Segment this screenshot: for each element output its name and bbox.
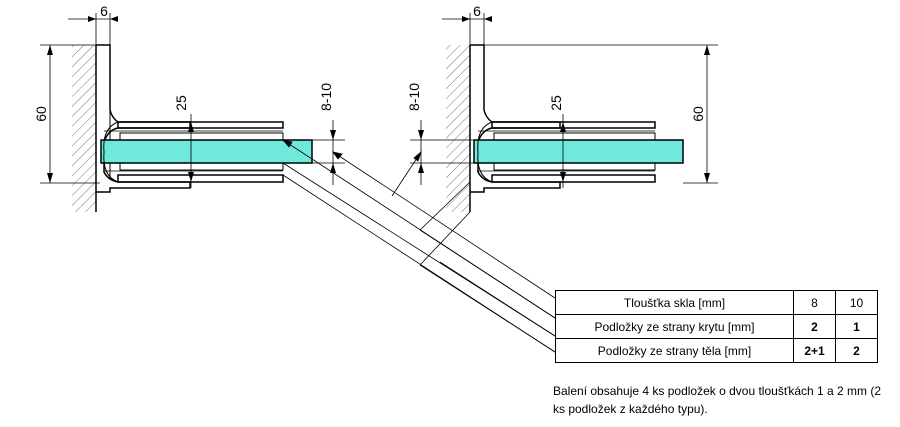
left-clamp-bottom xyxy=(117,174,284,183)
left-wall-gap-label: 6 xyxy=(100,3,108,19)
right-height-label: 60 xyxy=(690,106,706,122)
table-header-row: Tloušťka skla [mm] 8 10 xyxy=(555,290,878,315)
right-glass-label: 8-10 xyxy=(406,83,422,111)
right-clamp-bottom xyxy=(491,174,656,183)
right-glass-panel xyxy=(473,139,684,164)
packaging-note: Balení obsahuje 4 ks podložek o dvou tlo… xyxy=(553,384,882,416)
left-body-label: 25 xyxy=(173,95,189,111)
right-wall-gap-label: 6 xyxy=(473,3,481,19)
table-cell: 2+1 xyxy=(793,338,836,363)
table-cell: 2 xyxy=(793,314,836,339)
table-cell: 1 xyxy=(835,314,878,339)
table-row: Podložky ze strany krytu [mm] 2 1 xyxy=(555,314,878,339)
left-hinge-drawing: 60 6 25 8-10 xyxy=(33,3,345,212)
table-row: Podložky ze strany těla [mm] 2+1 2 xyxy=(555,338,878,363)
glass-thickness-table: Tloušťka skla [mm] 8 10 Podložky ze stra… xyxy=(555,290,878,363)
left-wall-hatch xyxy=(72,45,96,212)
table-row-label: Podložky ze strany těla [mm] xyxy=(555,338,794,363)
table-row-label: Podložky ze strany krytu [mm] xyxy=(555,314,794,339)
left-height-label: 60 xyxy=(33,106,49,122)
right-body-label: 25 xyxy=(548,95,564,111)
right-hinge-drawing: 6 8-10 25 60 xyxy=(406,3,718,212)
left-glass-label: 8-10 xyxy=(318,83,334,111)
right-clamp-top xyxy=(491,121,656,129)
table-header-label: Tloušťka skla [mm] xyxy=(555,290,794,315)
table-cell: 2 xyxy=(835,338,878,363)
left-clamp-top xyxy=(117,121,284,129)
right-wall-hatch xyxy=(446,45,470,212)
table-header-col1: 8 xyxy=(793,290,836,315)
left-glass-panel xyxy=(100,139,313,164)
leader-lines xyxy=(281,139,556,353)
table-header-col2: 10 xyxy=(835,290,878,315)
